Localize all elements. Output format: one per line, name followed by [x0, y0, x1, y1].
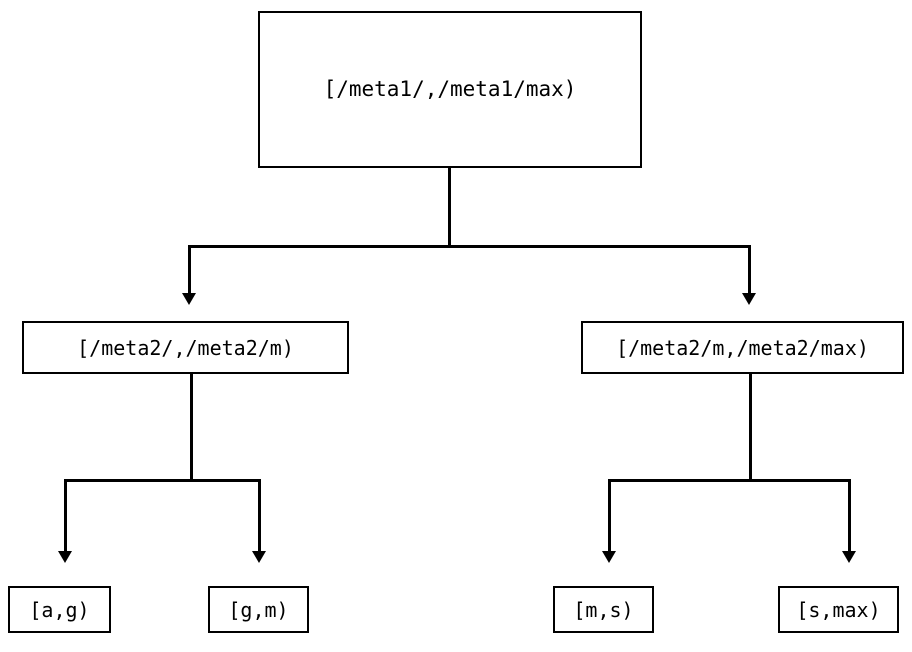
edge-mid-right-stem — [749, 374, 752, 482]
arrowhead-to-leaf-smax-icon — [842, 551, 856, 563]
node-leaf-ag-label: [a,g) — [29, 597, 90, 622]
node-leaf-ms[interactable]: [m,s) — [553, 586, 654, 633]
arrowhead-to-leaf-gm-icon — [252, 551, 266, 563]
node-mid-left[interactable]: [/meta2/,/meta2/m) — [22, 321, 349, 374]
edge-mid-left-crossbar — [64, 479, 261, 482]
edge-root-stem — [448, 168, 451, 247]
edge-mid-left-to-leaf-gm — [258, 479, 261, 553]
node-leaf-smax[interactable]: [s,max) — [778, 586, 899, 633]
node-mid-right-label: [/meta2/m,/meta2/max) — [616, 335, 869, 360]
arrowhead-root-to-mid-right-icon — [742, 293, 756, 305]
edge-mid-right-crossbar — [608, 479, 851, 482]
arrowhead-root-to-mid-left-icon — [182, 293, 196, 305]
edge-root-crossbar — [188, 245, 751, 248]
edge-mid-right-to-leaf-smax — [848, 479, 851, 553]
arrowhead-to-leaf-ms-icon — [602, 551, 616, 563]
edge-root-to-mid-left — [188, 245, 191, 295]
node-leaf-gm-label: [g,m) — [228, 597, 289, 622]
node-leaf-ms-label: [m,s) — [573, 597, 634, 622]
node-root[interactable]: [/meta1/,/meta1/max) — [258, 11, 642, 168]
edge-mid-left-to-leaf-ag — [64, 479, 67, 553]
edge-mid-left-stem — [190, 374, 193, 482]
node-leaf-gm[interactable]: [g,m) — [208, 586, 309, 633]
edge-root-to-mid-right — [748, 245, 751, 295]
node-root-label: [/meta1/,/meta1/max) — [323, 77, 577, 101]
node-leaf-ag[interactable]: [a,g) — [8, 586, 111, 633]
node-mid-left-label: [/meta2/,/meta2/m) — [77, 335, 294, 360]
edge-mid-right-to-leaf-ms — [608, 479, 611, 553]
arrowhead-to-leaf-ag-icon — [58, 551, 72, 563]
node-mid-right[interactable]: [/meta2/m,/meta2/max) — [581, 321, 904, 374]
node-leaf-smax-label: [s,max) — [796, 597, 881, 622]
